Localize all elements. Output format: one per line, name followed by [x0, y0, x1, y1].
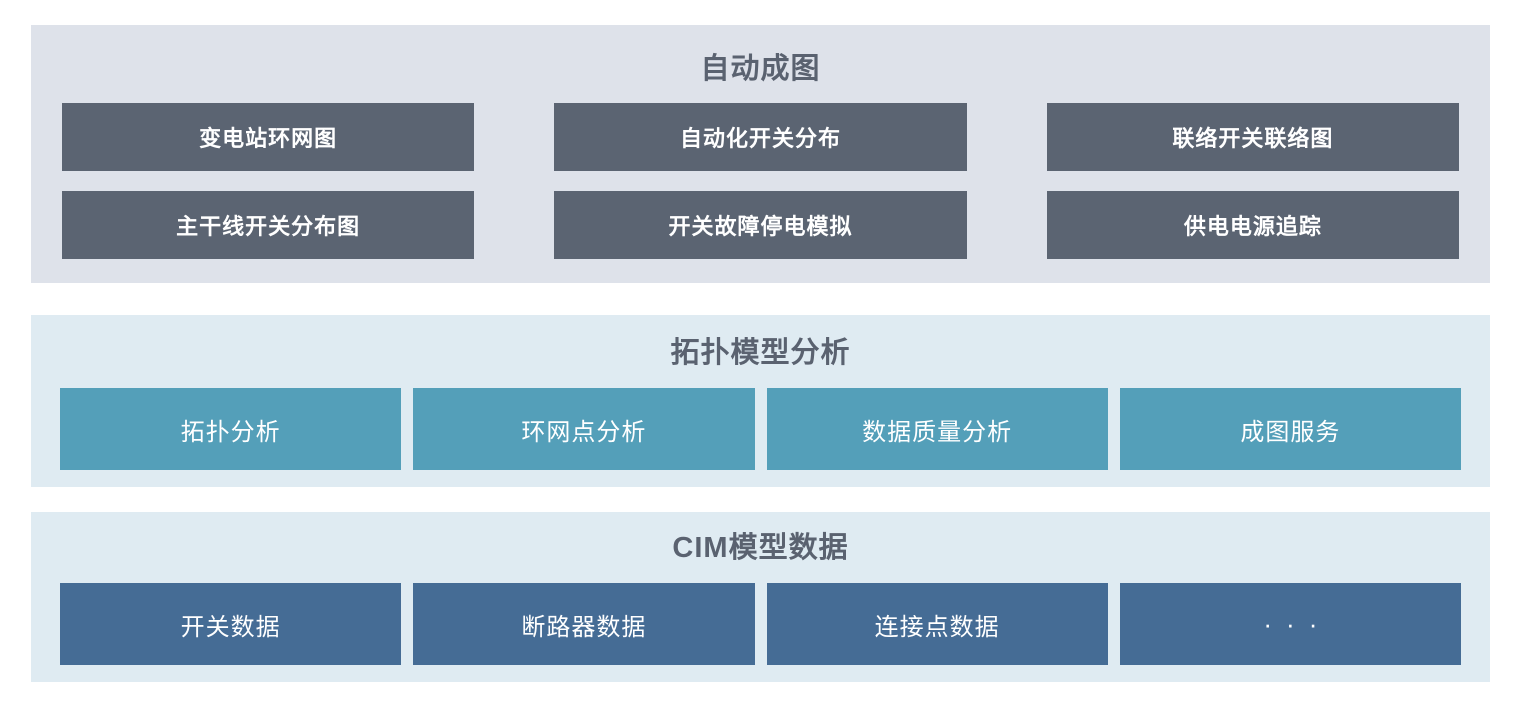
module-box-connection-point-data: 连接点数据 — [766, 583, 1108, 665]
section-cim-model-data-title: CIM模型数据 — [672, 532, 849, 564]
cim-data-grid: 开关数据 断路器数据 连接点数据 ··· — [60, 583, 1461, 665]
module-box-trunk-switch-distribution: 主干线开关分布图 — [62, 191, 475, 259]
section-topology-analysis: 拓扑模型分析 拓扑分析 环网点分析 数据质量分析 成图服务 — [31, 315, 1490, 487]
module-box-breaker-data: 断路器数据 — [413, 583, 755, 665]
module-box-drawing-service: 成图服务 — [1119, 388, 1461, 470]
module-box-substation-ring-diagram: 变电站环网图 — [62, 103, 475, 171]
module-box-switch-data: 开关数据 — [60, 583, 402, 665]
architecture-diagram: 自动成图 变电站环网图 自动化开关分布 联络开关联络图 主干线开关分布图 开关故… — [0, 25, 1530, 715]
module-box-power-source-tracing: 供电电源追踪 — [1046, 191, 1459, 259]
topology-analysis-grid: 拓扑分析 环网点分析 数据质量分析 成图服务 — [60, 388, 1461, 470]
module-box-more-ellipsis: ··· — [1119, 583, 1461, 665]
module-box-tie-switch-diagram: 联络开关联络图 — [1046, 103, 1459, 171]
module-box-topology-analysis: 拓扑分析 — [60, 388, 402, 470]
module-box-data-quality-analysis: 数据质量分析 — [766, 388, 1108, 470]
module-box-automated-switch-distribution: 自动化开关分布 — [554, 103, 967, 171]
section-cim-model-data: CIM模型数据 开关数据 断路器数据 连接点数据 ··· — [31, 512, 1490, 682]
section-topology-analysis-title: 拓扑模型分析 — [670, 337, 851, 369]
module-box-ring-point-analysis: 环网点分析 — [413, 388, 755, 470]
module-box-fault-outage-simulation: 开关故障停电模拟 — [554, 191, 967, 259]
section-auto-drawing-title: 自动成图 — [700, 53, 821, 85]
auto-drawing-grid: 变电站环网图 自动化开关分布 联络开关联络图 主干线开关分布图 开关故障停电模拟… — [62, 103, 1459, 259]
section-auto-drawing: 自动成图 变电站环网图 自动化开关分布 联络开关联络图 主干线开关分布图 开关故… — [31, 25, 1490, 283]
